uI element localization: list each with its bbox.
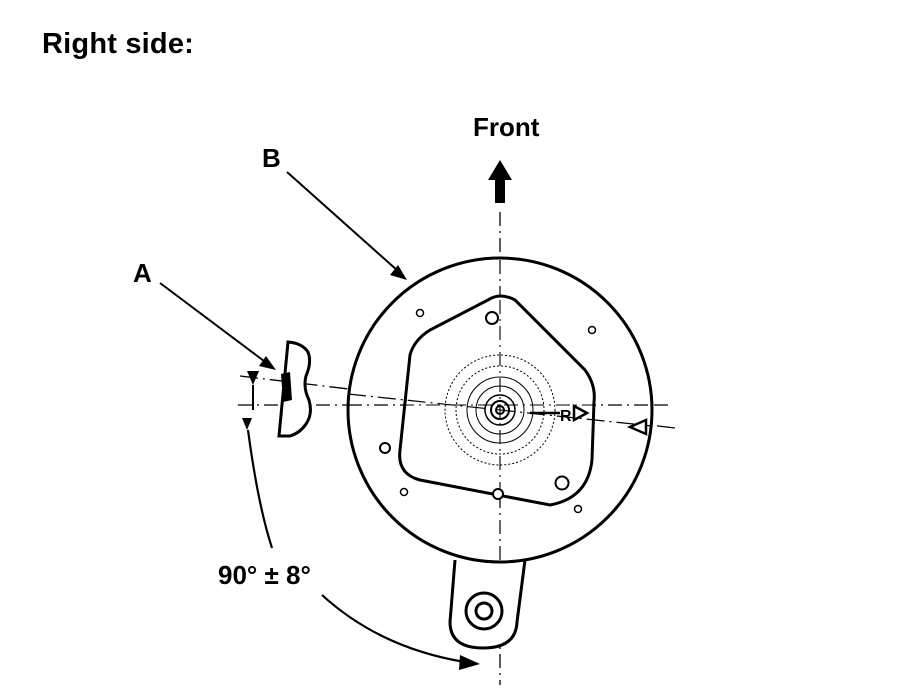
front-label: Front: [473, 112, 540, 142]
plate-holes: [379, 311, 570, 500]
alignment-triangle-icon: [626, 418, 648, 436]
callout-a-arrowhead-icon: [259, 356, 276, 370]
callout-b-leader: [286, 171, 399, 272]
callout-a-leader: [159, 282, 269, 365]
left-indicator-triangle-icon: [247, 371, 259, 385]
angle-arc-lower: [321, 594, 466, 664]
part-a-mark: [281, 372, 292, 402]
angle-arc-end-arrowhead-icon: [459, 655, 480, 670]
callout-b-label: B: [262, 143, 281, 173]
mounting-hole-inner: [474, 601, 494, 621]
part-a-bracket: [277, 340, 312, 438]
mounting-hole-outer: [464, 591, 504, 631]
angle-label: 90° ± 8°: [218, 560, 311, 590]
r-mark-triangle-icon: [572, 403, 590, 423]
angle-arc-top-arrowhead-icon: [242, 418, 252, 430]
page-heading: Right side:: [42, 28, 195, 60]
disc-bolt-holes: [399, 308, 597, 514]
callout-a-label: A: [133, 258, 152, 288]
front-arrow-icon: [488, 160, 512, 203]
r-mark-label: R: [560, 408, 572, 425]
hub-rings: [444, 354, 556, 466]
callout-b-arrowhead-icon: [390, 265, 407, 280]
angle-arc: [246, 429, 274, 549]
